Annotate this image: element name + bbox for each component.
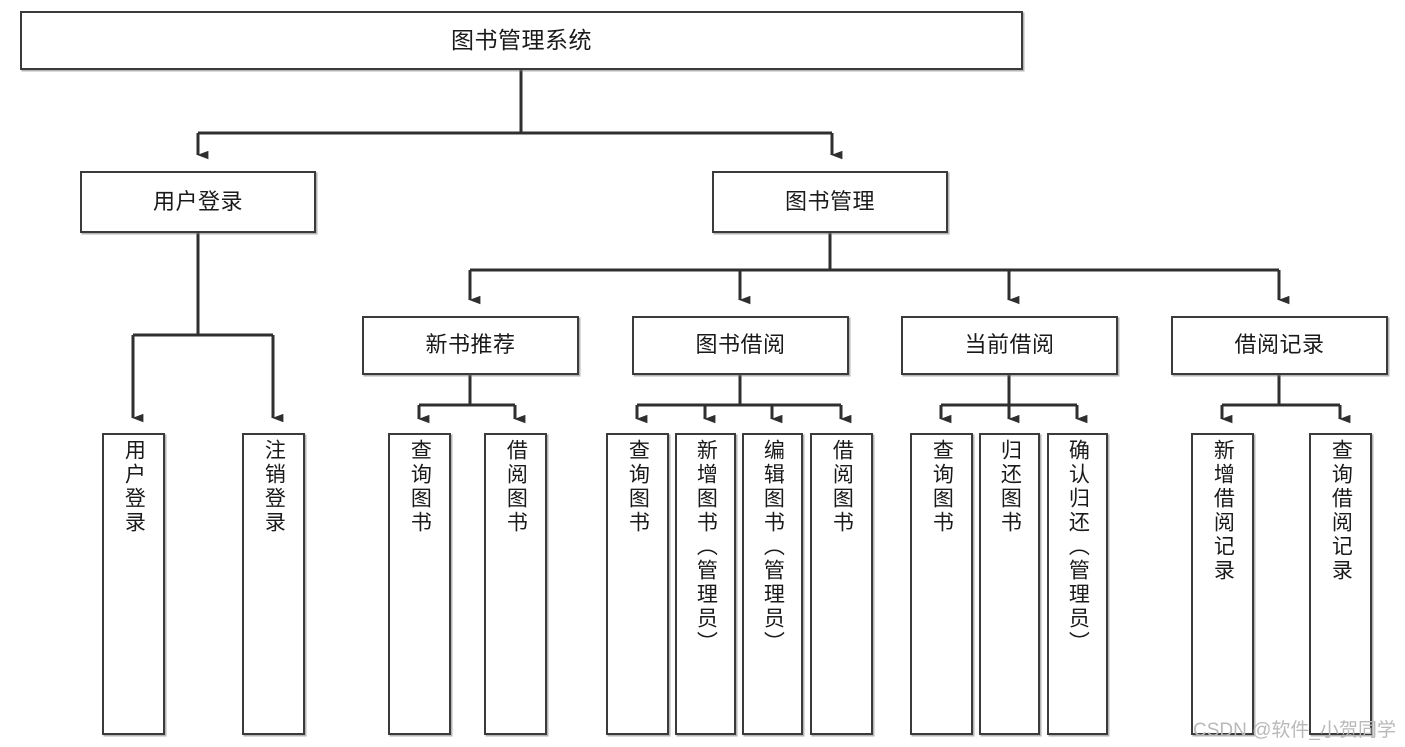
leaf-add-book-admin[interactable]: 新增图书（管理员） — [675, 433, 736, 735]
node-user-login[interactable]: 用户登录 — [80, 171, 316, 233]
node-label: 借阅记录 — [1234, 332, 1325, 358]
node-label: 新增借阅记录 — [1211, 439, 1235, 583]
node-label: 用户登录 — [152, 188, 243, 214]
leaf-edit-book-admin[interactable]: 编辑图书（管理员） — [742, 433, 803, 735]
node-label: 新增图书（管理员） — [694, 439, 718, 655]
leaf-user-login[interactable]: 用户登录 — [102, 433, 165, 735]
leaf-borrow-book[interactable]: 借阅图书 — [810, 433, 873, 735]
node-current-borrow[interactable]: 当前借阅 — [901, 316, 1118, 375]
leaf-logout[interactable]: 注销登录 — [242, 433, 305, 735]
node-label: 图书管理 — [784, 188, 875, 214]
leaf-return-book[interactable]: 归还图书 — [979, 433, 1040, 735]
leaf-query-borrow-record[interactable]: 查询借阅记录 — [1309, 433, 1372, 735]
leaf-borrow-book-new[interactable]: 借阅图书 — [484, 433, 547, 735]
node-label: 确认归还（管理员） — [1066, 439, 1090, 655]
node-root-book-management-system[interactable]: 图书管理系统 — [20, 11, 1023, 70]
node-label: 用户登录 — [122, 439, 146, 535]
node-book-management[interactable]: 图书管理 — [712, 171, 948, 233]
node-label: 当前借阅 — [964, 332, 1055, 358]
node-label: 查询图书 — [930, 439, 954, 535]
node-label: 新书推荐 — [425, 332, 516, 358]
leaf-query-book-borrow[interactable]: 查询图书 — [606, 433, 669, 735]
leaf-add-borrow-record[interactable]: 新增借阅记录 — [1191, 433, 1254, 735]
watermark: CSDN @软件_小贺同学 — [1193, 720, 1396, 741]
node-label: 图书管理系统 — [451, 26, 592, 53]
node-label: 查询借阅记录 — [1329, 439, 1353, 583]
leaf-query-book-new[interactable]: 查询图书 — [388, 433, 451, 735]
node-label: 图书借阅 — [695, 332, 786, 358]
node-new-book-recommend[interactable]: 新书推荐 — [362, 316, 579, 375]
node-label: 查询图书 — [408, 439, 432, 535]
leaf-confirm-return-admin[interactable]: 确认归还（管理员） — [1047, 433, 1108, 735]
node-book-borrow[interactable]: 图书借阅 — [632, 316, 849, 375]
node-label: 归还图书 — [998, 439, 1022, 535]
leaf-query-book-current[interactable]: 查询图书 — [910, 433, 973, 735]
node-label: 注销登录 — [262, 439, 286, 535]
node-label: 查询图书 — [626, 439, 650, 535]
node-label: 借阅图书 — [830, 439, 854, 535]
node-label: 编辑图书（管理员） — [761, 439, 785, 655]
node-borrow-records[interactable]: 借阅记录 — [1171, 316, 1388, 375]
node-label: 借阅图书 — [504, 439, 528, 535]
